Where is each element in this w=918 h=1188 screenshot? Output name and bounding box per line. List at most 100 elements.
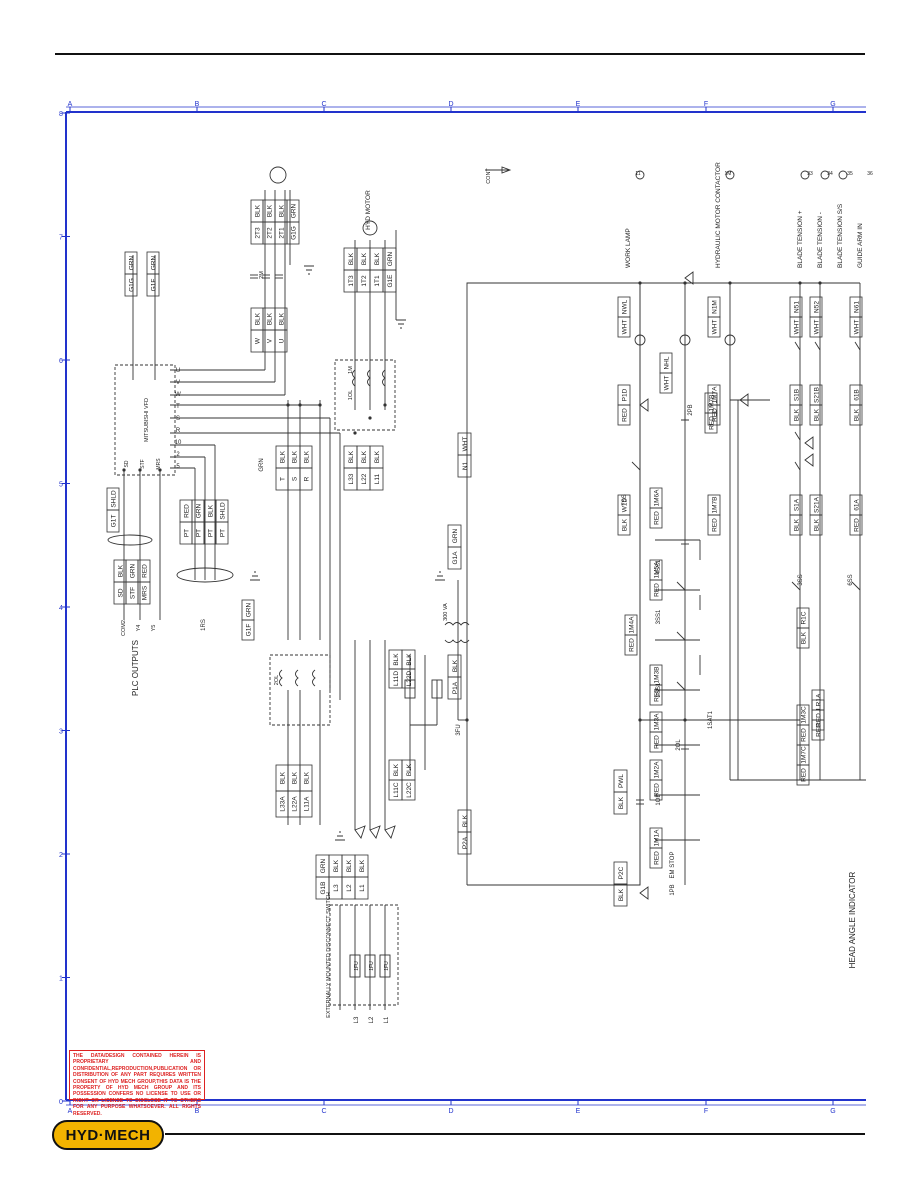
wire-tag-text: RED [708, 416, 715, 430]
wire-tag-text: PT [207, 529, 214, 537]
junction-dot [298, 403, 302, 407]
wire-tag-text: BLK [346, 859, 353, 872]
wire-tag-text: L11D [393, 671, 400, 686]
wire-tag-text: WHT [663, 376, 670, 391]
wire-tag-text: STF [129, 587, 136, 599]
rung-label: BLADE TENSION + [797, 210, 804, 268]
wire-tag-text: SHLD [110, 490, 117, 508]
wire-tag-text: N51 [793, 301, 800, 313]
wire-tag-text: BLK [348, 450, 355, 463]
wire-tag-text: RED [711, 408, 718, 422]
switch-label: 4SS1 [656, 559, 662, 574]
vfd-terminal: STF [140, 459, 146, 468]
wire-tag-text: 2T2 [266, 227, 273, 239]
fuse-label: 1FU [354, 961, 360, 971]
contactor-label: 2OL [274, 675, 280, 685]
junction-dot [683, 281, 687, 285]
vfd-terminal: V [176, 380, 180, 386]
wire-tag-text: 1M7B [708, 395, 715, 412]
wire-tag-cell [649, 731, 663, 753]
wire-tag-cell [299, 790, 313, 818]
wire-tag-text: 1M2A [653, 761, 660, 779]
contactor-label: 1OL [348, 390, 354, 400]
wire-tag-text: BLK [303, 771, 310, 784]
wire-tag-text: WHT [711, 320, 718, 335]
wire-tag-text: 1M3B [653, 667, 660, 684]
wire-tag-cell [354, 876, 369, 900]
wire-tag-text: L1 [359, 884, 366, 892]
wire-tag-text: RED [800, 768, 807, 782]
fuse-label: 1FU [369, 961, 375, 971]
grid-col-label: B [195, 1108, 200, 1115]
wire-tag-text: L22A [291, 796, 298, 812]
wire-tag-cell [649, 507, 663, 529]
wire-tag-text: N52 [813, 301, 820, 313]
wire-tag-text: S1B [793, 389, 800, 401]
junction-dot [798, 281, 802, 285]
wire-tag-text: L22D [406, 670, 413, 686]
switch-label: 2OL [676, 739, 682, 751]
cont-label: CONT [486, 168, 492, 184]
wire-tag-text: GRN [387, 251, 394, 266]
wire-tag-text: WHT [462, 437, 469, 452]
wire-tag-text: 1M7B [711, 497, 718, 514]
wire-tag-text: GRN [290, 203, 297, 218]
grid-row-label: 7 [59, 235, 63, 242]
wire-tag-text: BLK [853, 408, 860, 421]
wire-tag-text: BLK [813, 518, 820, 531]
grid-col-label: D [448, 101, 453, 108]
wire-tag-text: GRN [150, 255, 157, 270]
wire-tag-text: R1A [815, 693, 822, 706]
grid-col-label: C [321, 101, 326, 108]
wire-tag-text: G1F [150, 279, 157, 292]
wire-tag-cell [649, 579, 663, 601]
plc-pin: Y4 [136, 625, 142, 632]
grn-label: GRN [259, 458, 265, 471]
wire-tag-cell [617, 316, 631, 338]
wire-tag-text: WHT [813, 320, 820, 335]
grid-row-label: 5 [59, 482, 63, 489]
wire-tag-text: BLK [278, 312, 285, 325]
wire-tag-cell [789, 316, 803, 338]
wire-tag-text: BLK [361, 252, 368, 265]
wire-tag-text: 2T1 [278, 227, 285, 239]
plc-label: PLC OUTPUTS [131, 640, 140, 696]
wire-tag-text: BLK [406, 763, 413, 776]
wire-tag-cell [796, 764, 810, 786]
grid-row-label: 2 [59, 852, 63, 859]
wire-tag-text: L11A [303, 796, 310, 811]
junction-dot [638, 718, 642, 722]
wire-tag-text: PT [219, 529, 226, 537]
grid-col-label: E [576, 101, 581, 108]
vfd-terminal: 10 [175, 440, 182, 446]
wire-tag-cell [809, 514, 823, 536]
fuse-label: 1FU [384, 961, 390, 971]
wire-tag-cell [457, 831, 472, 855]
wire-tag-text: WHT [793, 320, 800, 335]
wire-tag-text: BLK [348, 252, 355, 265]
junction-dot [728, 281, 732, 285]
wire-tag-text: BLK [266, 204, 273, 217]
wire-tag-text: 1M3C [800, 706, 807, 724]
junction-dot [465, 718, 469, 722]
wire-tag-cell [382, 269, 397, 293]
switch-label: 3SS [798, 574, 804, 585]
wire-tag-text: 1T1 [374, 275, 381, 287]
grid-col-label: A [68, 1108, 73, 1115]
wire-tag-text: N61 [853, 301, 860, 313]
wire-tag-text: 1M3A [653, 713, 660, 731]
wire-tag-text: MRS [141, 585, 148, 600]
wire-tag-text: BLK [279, 771, 286, 784]
hyd-mech-logo: HYD·MECH [52, 1120, 164, 1150]
wire-tag-text: L33 [348, 473, 355, 484]
wire-tag-cell [241, 619, 255, 641]
wire-tag-cell [137, 581, 151, 605]
wire-tag-text: S1A [793, 498, 800, 511]
grid-col-label: G [830, 101, 835, 108]
vfd-terminal: 2 [176, 452, 180, 458]
vfd-label: MITSUBISHI VFD [144, 398, 150, 442]
wire-tag-text: T [279, 477, 286, 481]
wire-tag-text: BLK [793, 518, 800, 531]
wire-tag-text: P1A [452, 681, 459, 694]
vfd-terminal: W [175, 392, 181, 398]
